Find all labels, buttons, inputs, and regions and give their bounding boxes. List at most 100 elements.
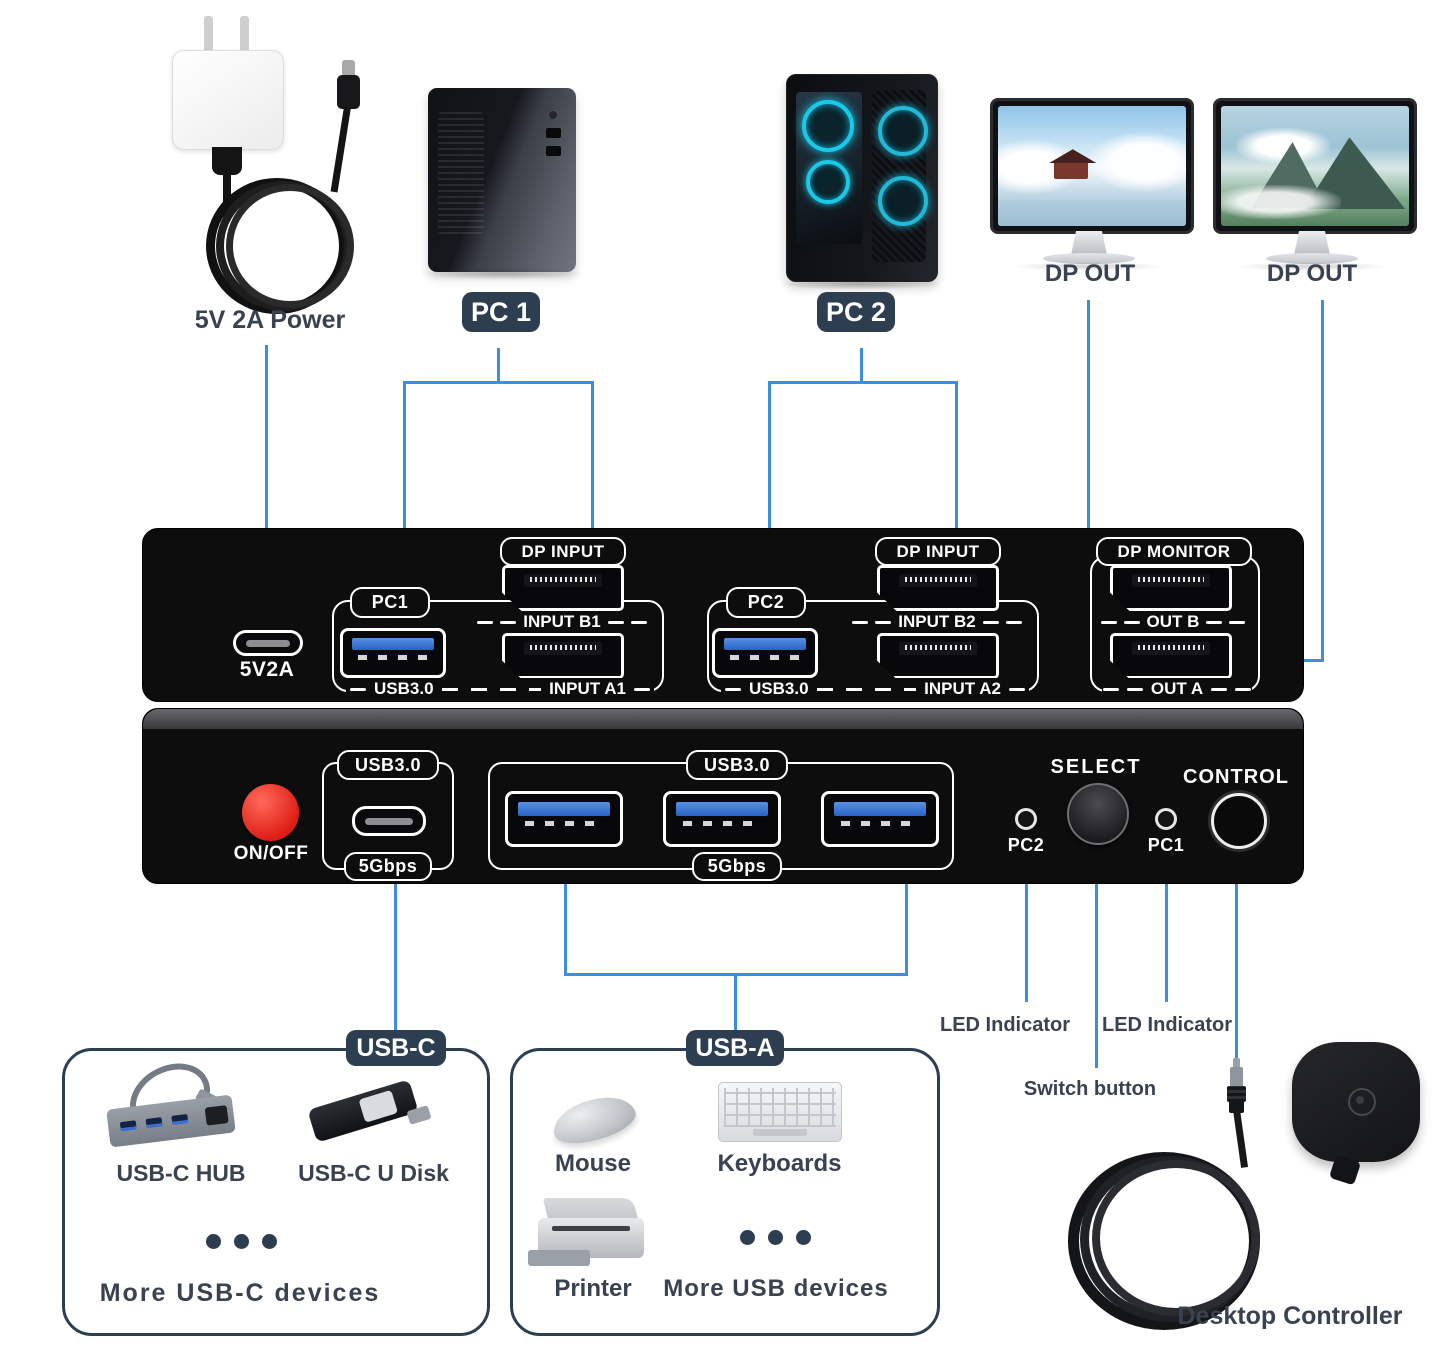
out-b-label: OUT B xyxy=(1146,612,1200,631)
adapter-prong xyxy=(240,16,249,54)
controller-cable-coil xyxy=(1092,1160,1260,1316)
usba-box-tag: USB-A xyxy=(686,1030,784,1066)
pc1-dp-input-badge: DP INPUT xyxy=(500,537,626,566)
input-b1-label: INPUT B1 xyxy=(523,612,601,631)
input-a1-label: INPUT A1 xyxy=(549,679,626,698)
dp-monitor-badge: DP MONITOR xyxy=(1096,537,1252,566)
input-b2-label: INPUT B2 xyxy=(898,612,976,631)
mouse-caption: Mouse xyxy=(554,1150,631,1177)
desktop-controller-caption: Desktop Controller xyxy=(1177,1302,1403,1330)
connector-select-line xyxy=(1095,866,1098,1068)
hub-usb-slot xyxy=(145,1117,163,1129)
power-port-label: 5V2A xyxy=(239,658,295,681)
front-usbc-bottom-badge: 5Gbps xyxy=(344,852,432,881)
connector-pc1-bridge xyxy=(403,381,594,384)
usbc-devices-box xyxy=(62,1048,490,1336)
pc1-front-port xyxy=(546,128,561,138)
control-label: CONTROL xyxy=(1183,766,1289,788)
dp-out-b-port xyxy=(1110,565,1232,611)
onoff-label: ON/OFF xyxy=(233,843,309,864)
lake xyxy=(998,199,1186,226)
switch-button-caption: Switch button xyxy=(1023,1078,1157,1100)
ellipsis-dot xyxy=(796,1230,811,1245)
ellipsis-dot xyxy=(234,1234,249,1249)
jack-tip xyxy=(1233,1058,1240,1069)
pc2-shadow xyxy=(778,278,943,290)
connector-pc2-stub xyxy=(860,348,863,384)
ellipsis-dot xyxy=(768,1230,783,1245)
pc1-tag: PC 1 xyxy=(462,292,540,332)
power-cable-coil xyxy=(226,184,354,308)
keyboard-illustration xyxy=(718,1082,842,1142)
power-adapter-caption: 5V 2A Power xyxy=(194,306,346,334)
ellipsis-dot xyxy=(262,1234,277,1249)
pc2-usb-port xyxy=(712,628,818,678)
jack-ribs xyxy=(1227,1086,1246,1102)
monitor2-shadow xyxy=(1235,262,1389,271)
input-a2-label: INPUT A2 xyxy=(924,679,1001,698)
pc1-panel-badge: PC1 xyxy=(350,587,430,618)
front-usba-top-badge: USB3.0 xyxy=(686,750,788,780)
select-button xyxy=(1067,783,1129,845)
dp-input-b1-port xyxy=(502,565,624,611)
adapter-prong xyxy=(204,16,213,54)
connector-usbc-box-line xyxy=(394,880,397,1036)
pc2-fan xyxy=(802,100,854,152)
power-cable xyxy=(330,106,351,193)
usbc-udisk-caption: USB-C U Disk xyxy=(298,1160,449,1186)
connector-pc2-bridge xyxy=(768,381,958,384)
dp-out-a-port xyxy=(1110,633,1232,679)
pc2-fan xyxy=(806,160,850,204)
connector-led-pc2-line xyxy=(1025,858,1028,1002)
connector-pc1-stub xyxy=(497,348,500,384)
monitor2-screen xyxy=(1221,106,1409,226)
pc1-group-bottom-row: USB3.0 INPUT A1 xyxy=(346,678,654,700)
keyboard-spacebar xyxy=(753,1129,807,1136)
mist xyxy=(1221,185,1342,219)
printer-slot xyxy=(552,1226,630,1231)
monitor2-frame xyxy=(1213,98,1417,234)
controller-button-dot xyxy=(1356,1096,1364,1104)
front-usb-port-1 xyxy=(505,791,623,847)
printer-tray xyxy=(528,1250,590,1266)
front-usb-port-3 xyxy=(821,791,939,847)
adapter-cable-neck xyxy=(212,147,242,175)
input-b2-label-row: INPUT B2 xyxy=(847,612,1027,632)
ellipsis-dot xyxy=(740,1230,755,1245)
pc2-usb-label: USB3.0 xyxy=(749,679,809,698)
pc2-dp-input-badge: DP INPUT xyxy=(875,537,1001,566)
controller-cable xyxy=(1233,1109,1249,1168)
pc2-fan xyxy=(878,106,928,156)
pc1-usb-port xyxy=(340,628,446,678)
snow-trees xyxy=(1088,132,1186,193)
pc2-panel-badge: PC2 xyxy=(726,587,806,618)
dp-input-b2-port xyxy=(877,565,999,611)
out-a-label-row: OUT A xyxy=(1102,678,1252,700)
controller-button-ring xyxy=(1348,1088,1376,1116)
printer-caption: Printer xyxy=(554,1275,632,1302)
led-indicator-left-caption: LED Indicator xyxy=(939,1014,1070,1036)
front-usba-bottom-badge: 5Gbps xyxy=(692,852,782,881)
hub-usb-slot xyxy=(171,1113,189,1125)
connector-pc1-usb-line xyxy=(403,381,406,599)
pc1-shadow xyxy=(420,268,585,280)
dp-input-a1-port xyxy=(502,633,624,679)
pc2-fan xyxy=(878,176,928,226)
connector-usba-stem xyxy=(734,973,737,1035)
keyboard-keys xyxy=(724,1088,836,1127)
more-usb-caption: More USB devices xyxy=(663,1275,889,1302)
usbc-hub-caption: USB-C HUB xyxy=(116,1160,246,1186)
keyboard-caption: Keyboards xyxy=(717,1150,842,1177)
usbc-box-tag: USB-C xyxy=(346,1030,446,1066)
monitor1-screen xyxy=(998,106,1186,226)
usbc-plug-body xyxy=(337,75,360,109)
out-b-label-row: OUT B xyxy=(1094,612,1252,632)
pc1-vent xyxy=(438,112,484,234)
connector-led-pc1-line xyxy=(1165,858,1168,1002)
monitor1-stand-neck xyxy=(1071,231,1107,255)
power-usbc-port xyxy=(233,630,303,656)
front-usbc-port xyxy=(352,806,426,836)
hub-lan-port xyxy=(204,1105,229,1126)
monitor1-stand-base xyxy=(1043,253,1135,264)
pc2-group-bottom-row: USB3.0 INPUT A2 xyxy=(721,678,1029,700)
